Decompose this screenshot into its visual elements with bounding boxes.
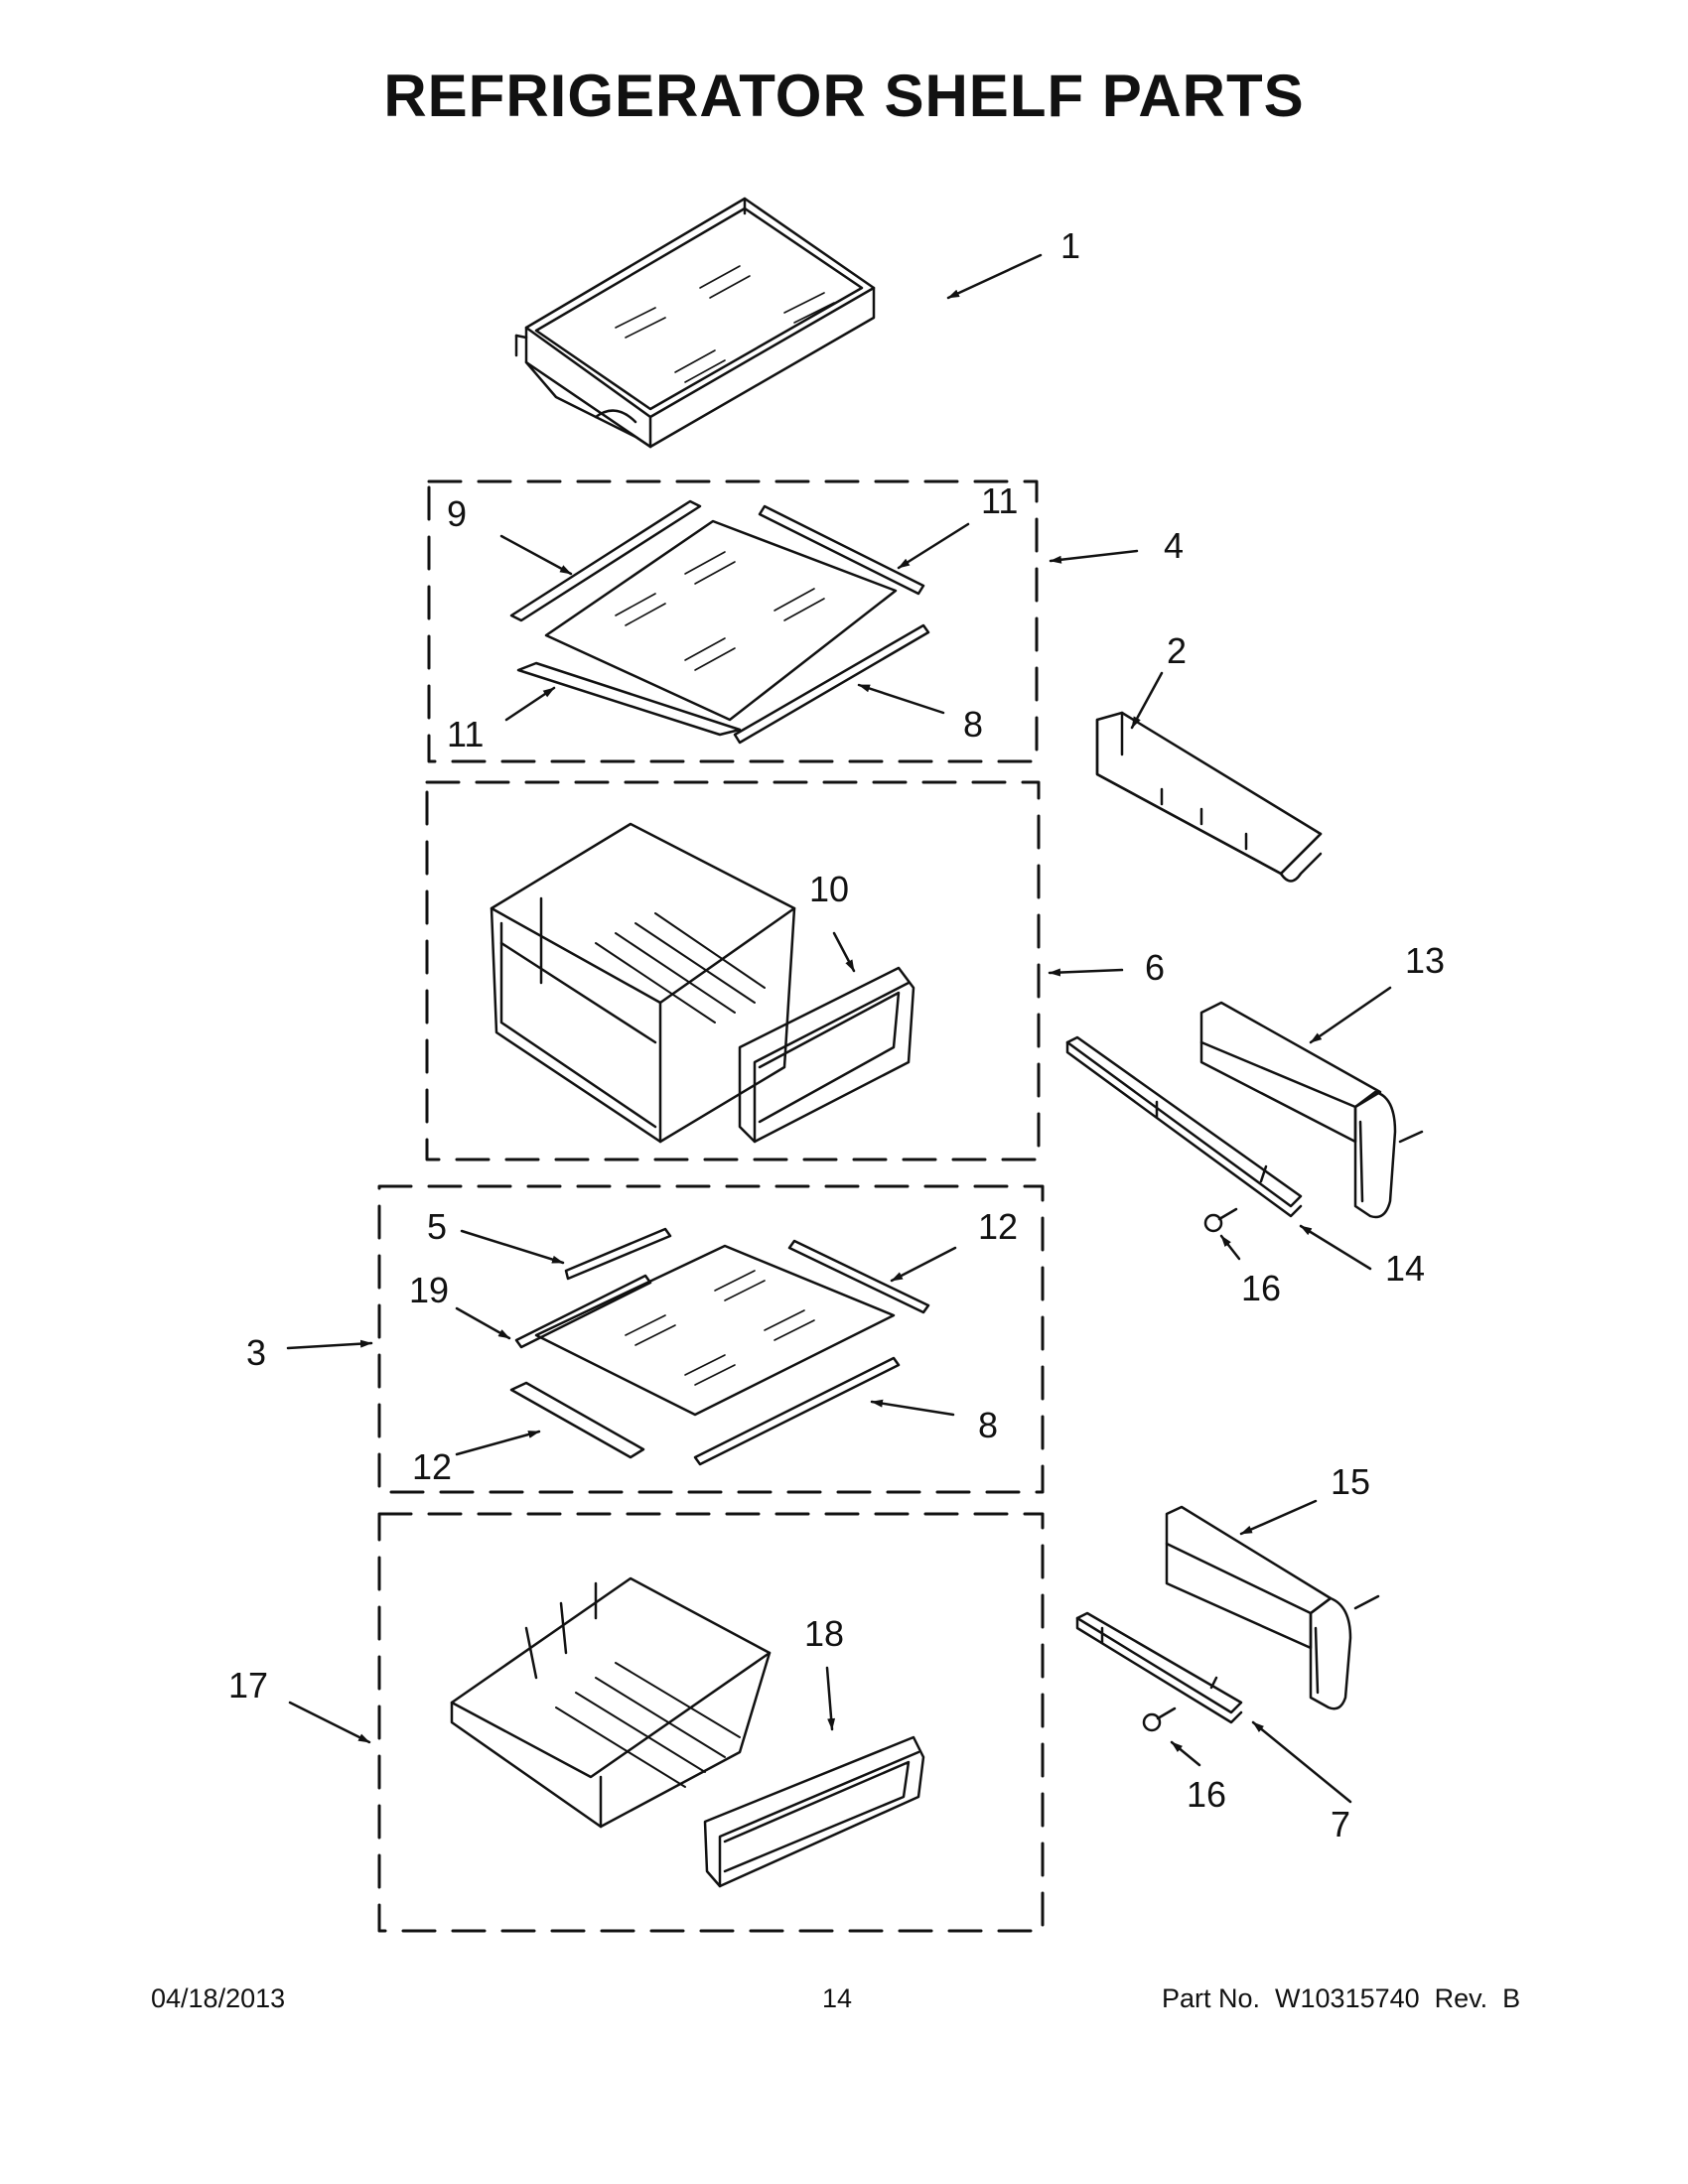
callout-13: 13 <box>1405 940 1445 981</box>
footer-date: 04/18/2013 <box>151 1983 286 2013</box>
callout-19: 19 <box>409 1270 449 1310</box>
footer-part-number: Part No. W10315740 Rev. B <box>1162 1983 1521 2013</box>
callout-14: 14 <box>1385 1248 1425 1289</box>
page-title: REFRIGERATOR SHELF PARTS <box>383 63 1305 129</box>
assembly-box-6 <box>425 780 1041 1161</box>
callout-6: 6 <box>1145 947 1165 988</box>
callout-1: 1 <box>1060 225 1080 266</box>
callout-5: 5 <box>427 1206 447 1247</box>
screw-16-upper <box>1203 1213 1223 1233</box>
callout-2: 2 <box>1167 630 1187 671</box>
callout-17: 17 <box>228 1665 268 1706</box>
assembly-17-drawer <box>450 1576 925 1888</box>
callout-3: 3 <box>246 1332 266 1373</box>
assembly-boxes <box>377 479 1045 1933</box>
callout-11-right: 11 <box>981 480 1018 521</box>
part-1-top-shelf <box>514 197 876 449</box>
callout-10: 10 <box>809 869 849 909</box>
callout-8-upper: 8 <box>963 704 983 745</box>
callout-11-left: 11 <box>447 714 484 754</box>
assembly-box-4 <box>427 479 1039 763</box>
assembly-6-crisper <box>490 822 915 1144</box>
assembly-box-17 <box>377 1512 1045 1933</box>
callout-4: 4 <box>1164 525 1184 566</box>
part-2-bracket <box>1095 711 1323 883</box>
callout-7: 7 <box>1331 1804 1350 1844</box>
callout-16-upper: 16 <box>1241 1268 1281 1308</box>
assembly-box-3 <box>377 1184 1045 1494</box>
callout-9: 9 <box>447 493 467 534</box>
part-13-14-rail <box>1065 1001 1424 1233</box>
callout-labels: 1 2 3 4 5 6 7 8 8 9 10 11 11 12 12 13 14… <box>228 225 1445 1844</box>
callout-15: 15 <box>1331 1461 1370 1502</box>
callout-8-lower: 8 <box>978 1405 998 1445</box>
callout-12-right: 12 <box>978 1206 1018 1247</box>
callout-12-left: 12 <box>412 1446 452 1487</box>
callout-arrows <box>286 253 1392 1804</box>
screw-16-lower <box>1142 1712 1162 1732</box>
callout-16-lower: 16 <box>1187 1774 1226 1815</box>
footer-page-number: 14 <box>822 1983 853 2013</box>
assembly-3-shelf <box>509 1227 930 1466</box>
callout-18: 18 <box>804 1613 844 1654</box>
assembly-4-shelf <box>509 499 930 745</box>
part-15-7-rail <box>1075 1505 1380 1732</box>
